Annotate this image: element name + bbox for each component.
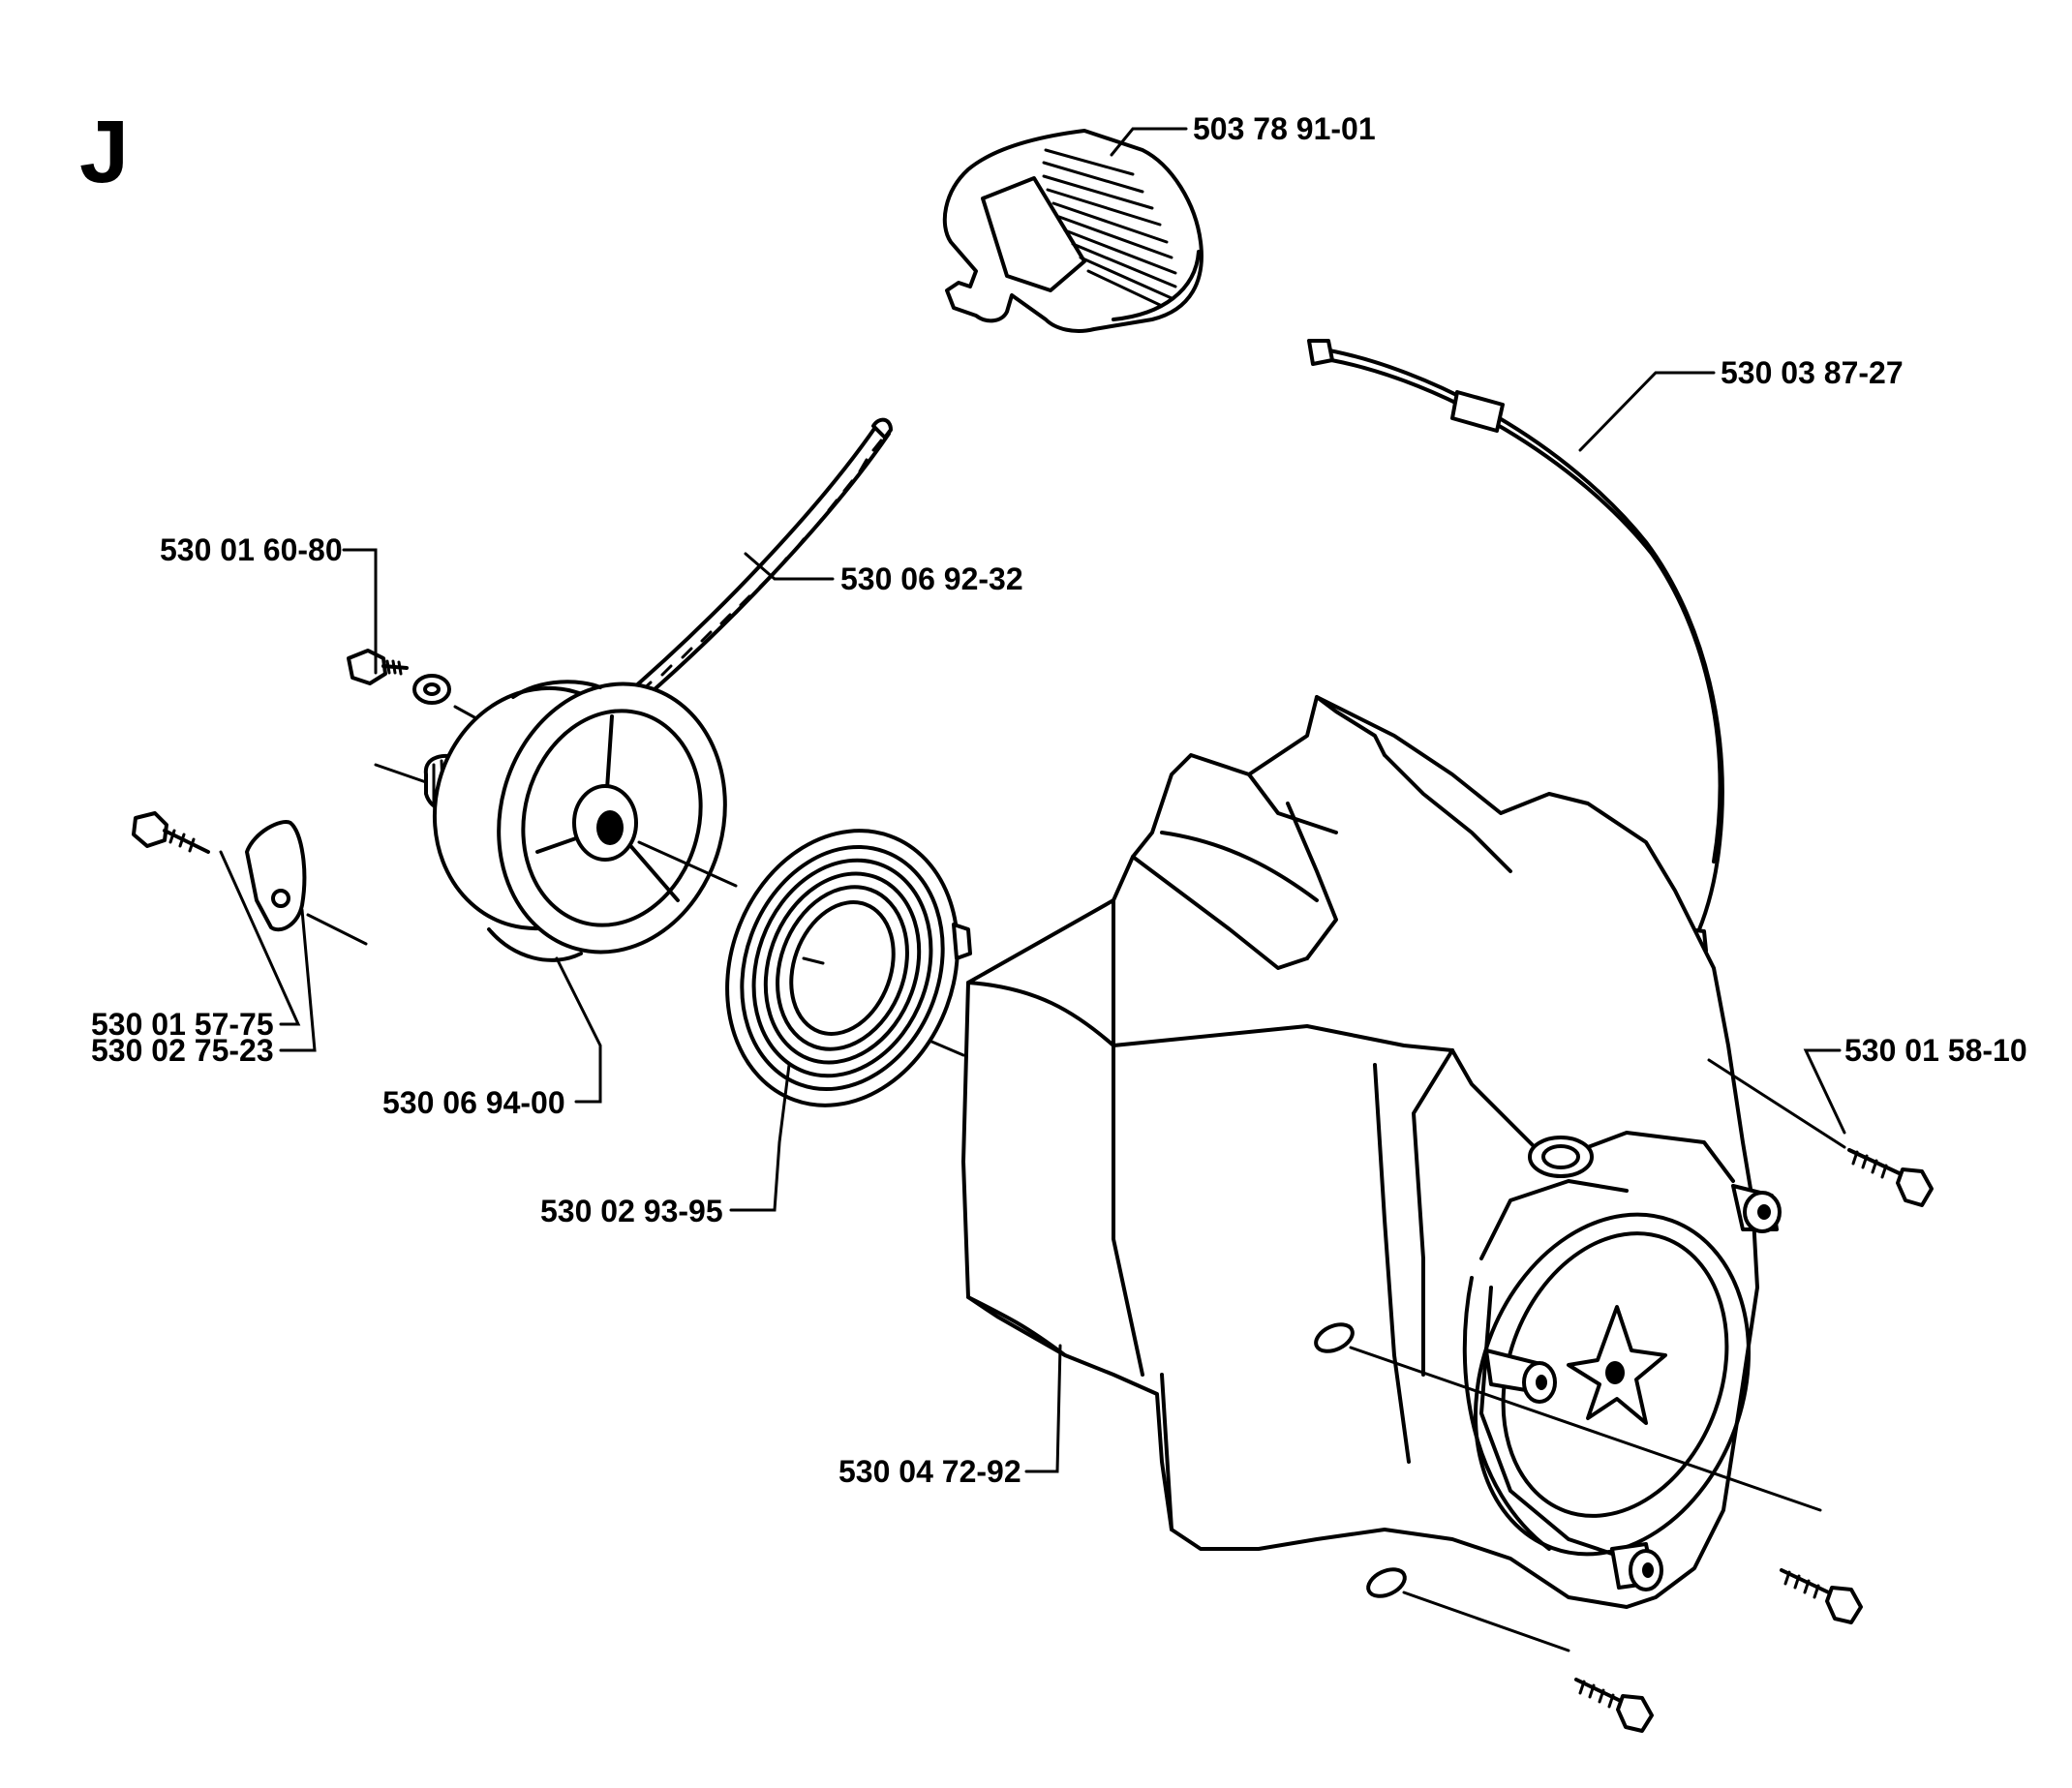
stop-cable: [1307, 339, 1724, 953]
section-letter: J: [79, 103, 129, 201]
pawl-assembly: [132, 811, 368, 946]
part-label-handle: 503 78 91-01: [1193, 111, 1376, 146]
part-label-pulley-screw: 530 01 60-80: [160, 532, 343, 567]
part-label-recoil-spring: 530 02 93-95: [540, 1194, 723, 1228]
starter-housing: [961, 695, 1822, 1652]
part-label-starter-rope: 530 06 92-32: [840, 561, 1023, 596]
starter-handle: [942, 129, 1204, 333]
rope-pulley: [374, 680, 738, 962]
recoil-spring: [725, 829, 972, 1107]
part-label-pawl-screw: 530 01 57-75: [91, 1007, 274, 1042]
housing-screw-3: [1574, 1678, 1654, 1733]
pulley-screw: [347, 649, 496, 730]
part-label-pawl: 530 02 75-23: [91, 1033, 274, 1068]
housing-screws: [1574, 1058, 1934, 1733]
part-label-rope-pulley: 530 06 94-00: [382, 1085, 565, 1120]
housing-screw-2: [1780, 1568, 1863, 1624]
part-label-starter-housing: 530 04 72-92: [838, 1454, 1021, 1489]
housing-screw-1: [1847, 1148, 1934, 1207]
starter-rope: [598, 417, 893, 728]
part-labels: 503 78 91-01 530 03 87-27 530 06 92-32 5…: [91, 111, 2027, 1489]
leader-lines: [219, 127, 1846, 1473]
part-label-housing-screw: 530 01 58-10: [1844, 1033, 2027, 1068]
part-label-stop-cable: 530 03 87-27: [1721, 355, 1904, 390]
